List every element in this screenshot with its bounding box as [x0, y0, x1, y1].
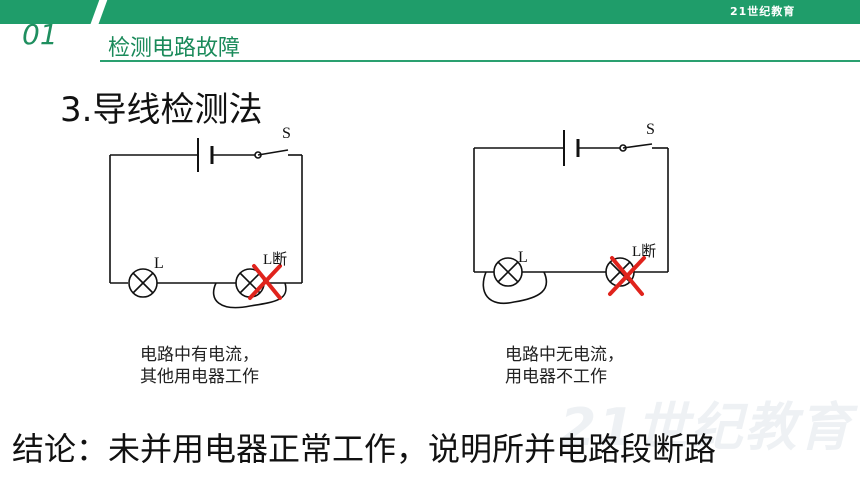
test-wire [482, 271, 548, 305]
switch-label-left: S [282, 125, 291, 142]
circuit-right [473, 130, 669, 305]
lamp1-x2 [497, 261, 519, 283]
switch-label-right: S [646, 121, 655, 138]
header-bar [0, 0, 860, 24]
page-title: 检测电路故障 [108, 36, 241, 61]
section-number: 01 [22, 18, 58, 51]
cross-mark-right [608, 256, 646, 296]
caption-left: 电路中有电流， 其他用电器工作 [140, 344, 259, 388]
caption-left-line1: 电路中有电流， [140, 345, 259, 365]
caption-left-line2: 其他用电器工作 [140, 367, 259, 387]
switch-lever [257, 149, 289, 156]
lamp2-x2 [239, 272, 261, 294]
lamp1-label-left: L [154, 255, 164, 272]
switch-lever [622, 143, 653, 149]
lamp2-label-left: L断 [263, 251, 287, 268]
section-heading: 3.导线检测法 [60, 90, 263, 130]
lamp1-label-right: L [518, 249, 528, 266]
lamp1-x2 [132, 272, 154, 294]
test-wire [212, 282, 287, 309]
caption-right-line2: 用电器不工作 [505, 367, 607, 387]
lamp2-label-right: L断 [632, 243, 656, 260]
logo: 21世纪教育 [730, 5, 796, 18]
caption-right: 电路中无电流， 用电器不工作 [505, 344, 624, 388]
lamp2-x2 [609, 261, 631, 283]
circuit-left [109, 138, 303, 309]
caption-right-line1: 电路中无电流， [505, 345, 624, 365]
conclusion-text: 结论：未并用电器正常工作，说明所并电路段断路 [12, 430, 717, 468]
cross-mark-left [248, 264, 282, 300]
watermark: 21世纪教育 [560, 398, 853, 458]
header-underline [100, 60, 860, 62]
